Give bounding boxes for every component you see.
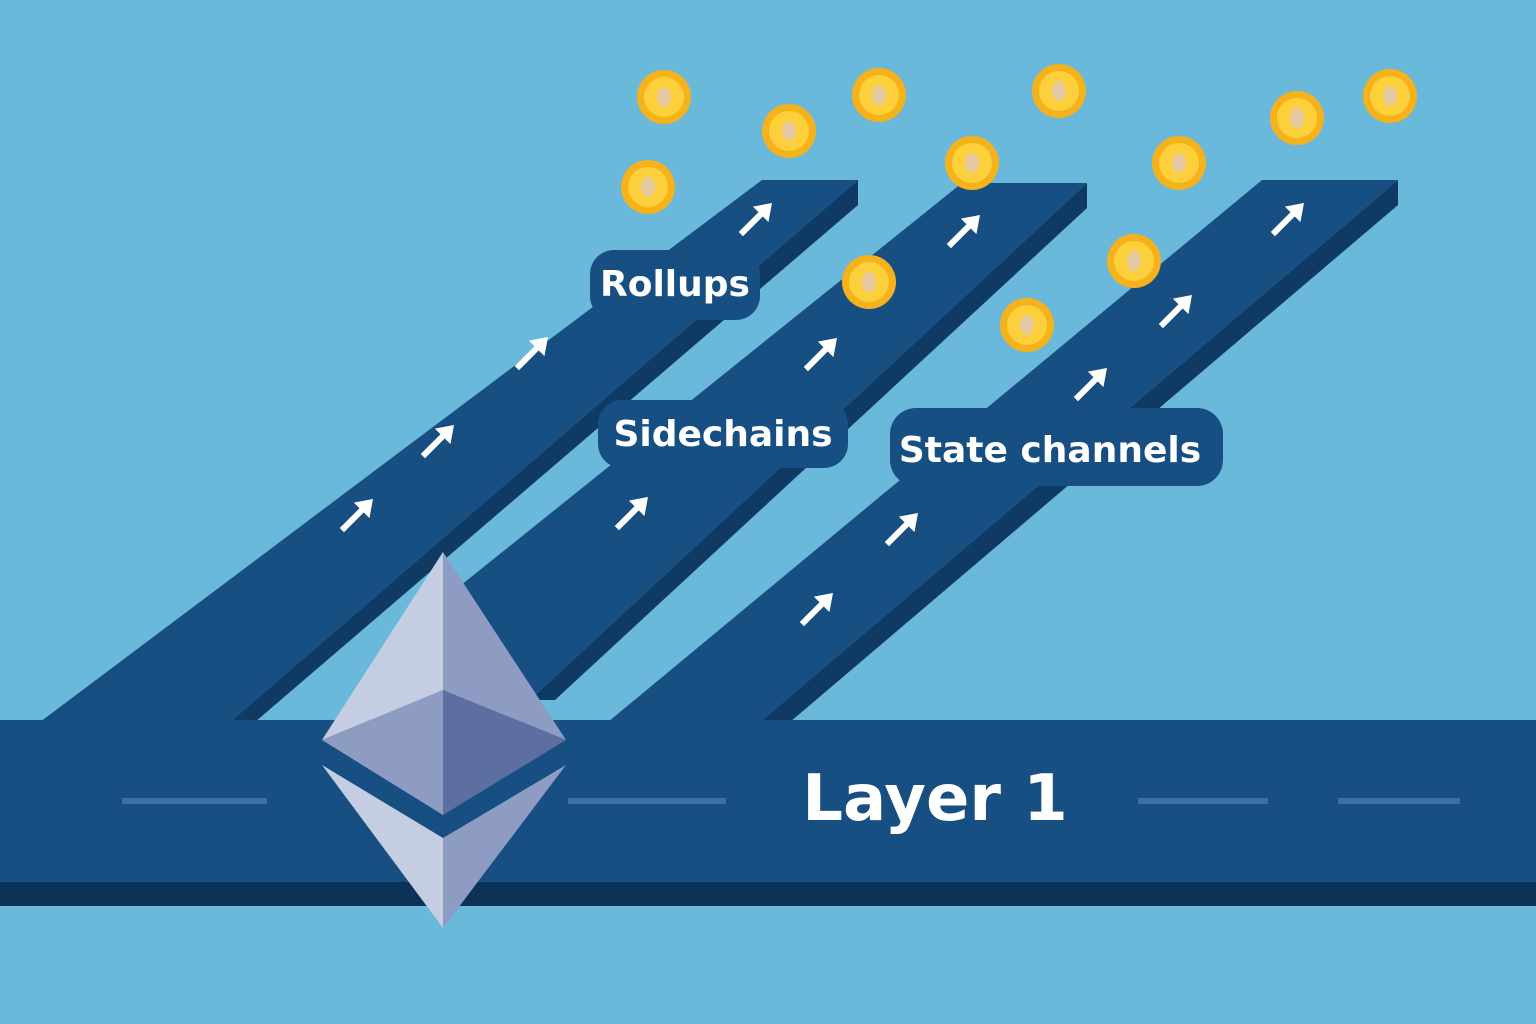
layer1-label: Layer 1 [802,762,1068,836]
rollups-label-pill [590,250,760,320]
up-arrow-icon [803,338,837,372]
coin-icon [1107,234,1161,288]
rollups-label: Rollups [600,264,750,305]
coin-icon [762,104,816,158]
lane-dash [568,798,726,804]
coin-icon [1270,91,1324,145]
coin-icon [945,136,999,190]
up-arrow-icon [339,499,373,533]
ethereum-logo-icon [322,552,566,928]
up-arrow-icon [1270,203,1304,237]
up-arrow-icon [799,593,833,627]
state-channels-label: State channels [899,430,1201,471]
up-arrow-icon [738,203,772,237]
up-arrow-icon [946,215,980,249]
coin-icon [852,68,906,122]
up-arrow-icon [1073,368,1107,402]
road-bottom-edge [0,882,1536,906]
lane-dash [1338,798,1460,804]
up-arrow-icon [514,337,548,371]
sidechains-label: Sidechains [613,414,832,455]
coin-icon [1363,69,1417,123]
up-arrow-icon [420,425,454,459]
state-channels-label-pill [890,408,1223,486]
layer1-road [0,720,1536,906]
coin-icon [621,160,675,214]
ramp-arrows [339,203,1304,627]
sidechains-label-pill [598,400,848,468]
lane-dash [1138,798,1268,804]
coins [621,64,1417,352]
lane-dash [122,798,267,804]
coin-icon [1152,136,1206,190]
up-arrow-icon [614,497,648,531]
coin-icon [842,255,896,309]
up-arrow-icon [884,513,918,547]
coin-icon [1000,298,1054,352]
coin-icon [1032,64,1086,118]
up-arrow-icon [1158,295,1192,329]
coin-icon [637,70,691,124]
